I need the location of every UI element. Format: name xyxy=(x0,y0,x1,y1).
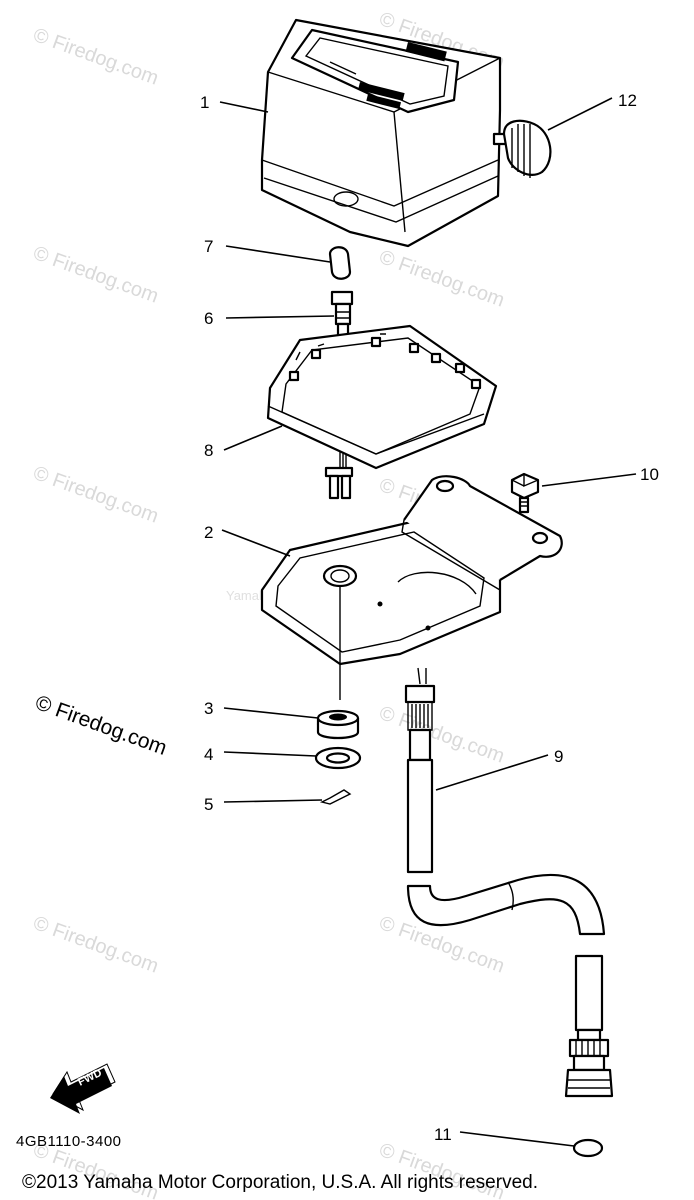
clip-part xyxy=(319,789,352,805)
callout-3: 3 xyxy=(204,699,213,718)
bolt-part xyxy=(510,472,540,514)
grommet-part xyxy=(316,709,360,740)
callouts: 1 12 7 6 8 2 10 3 4 5 9 11 xyxy=(200,91,659,1144)
speedometer-cable xyxy=(404,667,614,1098)
watermark: © Firedog.com xyxy=(376,246,507,312)
watermark: © Firedog.com xyxy=(376,702,507,768)
callout-6: 6 xyxy=(204,309,213,328)
leader-lines xyxy=(219,97,637,1147)
copyright-notice: ©2013 Yamaha Motor Corporation, U.S.A. A… xyxy=(22,1172,538,1193)
washer-part xyxy=(314,746,362,770)
callout-7: 7 xyxy=(204,237,213,256)
callout-9: 9 xyxy=(554,747,563,766)
diagram-code: 4GB1110-3400 xyxy=(16,1133,122,1150)
callout-1: 1 xyxy=(200,93,209,112)
watermark: © Firedog.com xyxy=(30,24,161,90)
callout-12: 12 xyxy=(618,91,637,110)
meter-housing xyxy=(260,18,502,248)
watermark: © Firedog.com xyxy=(30,462,161,528)
o-ring-part xyxy=(572,1138,604,1158)
callout-4: 4 xyxy=(204,745,213,764)
watermark-main: © Firedog.com xyxy=(32,691,170,760)
callout-10: 10 xyxy=(640,465,659,484)
bracket-part xyxy=(260,475,563,700)
reset-knob xyxy=(492,119,552,178)
watermark: © Firedog.com xyxy=(30,912,161,978)
cap-part xyxy=(328,246,352,280)
watermark: © Firedog.com xyxy=(30,242,161,308)
callout-11: 11 xyxy=(434,1125,452,1144)
callout-8: 8 xyxy=(204,441,213,460)
callout-5: 5 xyxy=(204,795,213,814)
gasket-frame xyxy=(266,324,498,500)
callout-2: 2 xyxy=(204,523,213,542)
fwd-arrow-icon: FWD xyxy=(50,1063,116,1114)
